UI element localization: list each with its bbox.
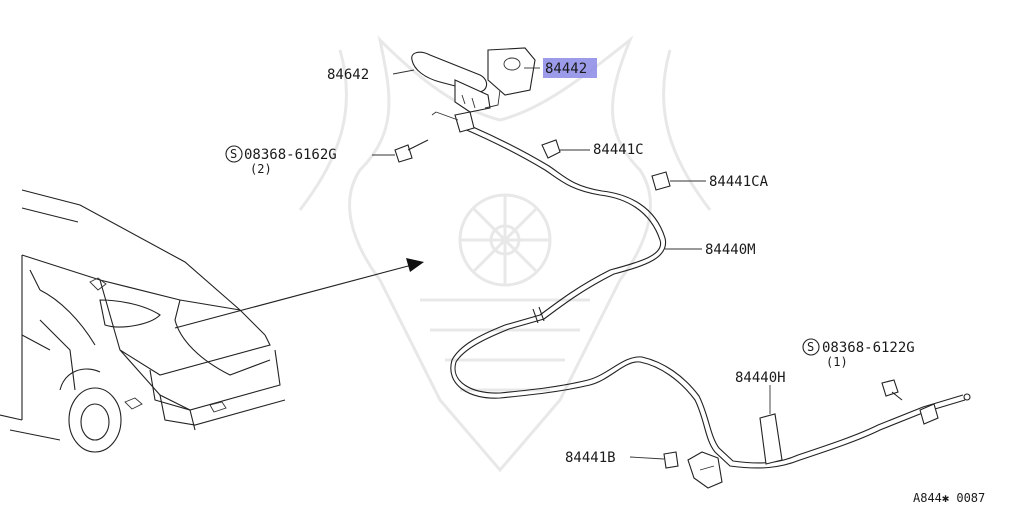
callout-84442: 84442 — [545, 61, 587, 77]
car-outline-icon — [0, 189, 286, 453]
watermark-emblem-icon — [298, 35, 712, 473]
release-cable — [450, 123, 971, 469]
callout-84441C: 84441C — [593, 142, 644, 158]
screw-symbol-icon: S — [225, 145, 243, 163]
callout-08368-6162G: 08368-6162G — [244, 147, 337, 163]
pointer-arrow-icon — [174, 258, 424, 329]
cable-end-bracket — [687, 451, 723, 489]
part-highlight — [543, 58, 597, 78]
callout-84441CA: 84441CA — [709, 174, 769, 190]
callout-84441B: 84441B — [565, 450, 616, 466]
callout-08368-6122G: 08368-6122G — [822, 340, 915, 356]
pad-84440H — [759, 413, 783, 465]
svg-text:S: S — [807, 340, 814, 354]
clip-84441C-icon — [541, 139, 561, 159]
clip-84441B-icon — [663, 451, 679, 469]
svg-text:S: S — [230, 147, 237, 161]
callout-qty-1: (1) — [826, 355, 848, 369]
callout-qty-2: (2) — [250, 162, 272, 176]
callout-84440H: 84440H — [735, 370, 786, 386]
leader-lines — [372, 67, 771, 460]
cable-lock-fitting — [919, 403, 939, 425]
part-84442-bracket — [484, 47, 536, 109]
diagram-code: A844✱ 0087 — [913, 491, 985, 505]
bolt-08368-6122G-icon — [881, 379, 903, 401]
part-84642-handle — [411, 51, 491, 133]
bolt-08368-6162G-icon — [394, 139, 429, 163]
clip-84441CA-icon — [651, 171, 671, 191]
screw-symbol-icon: S — [802, 338, 820, 356]
callout-84642: 84642 — [327, 67, 369, 83]
callout-84440M: 84440M — [705, 242, 756, 258]
